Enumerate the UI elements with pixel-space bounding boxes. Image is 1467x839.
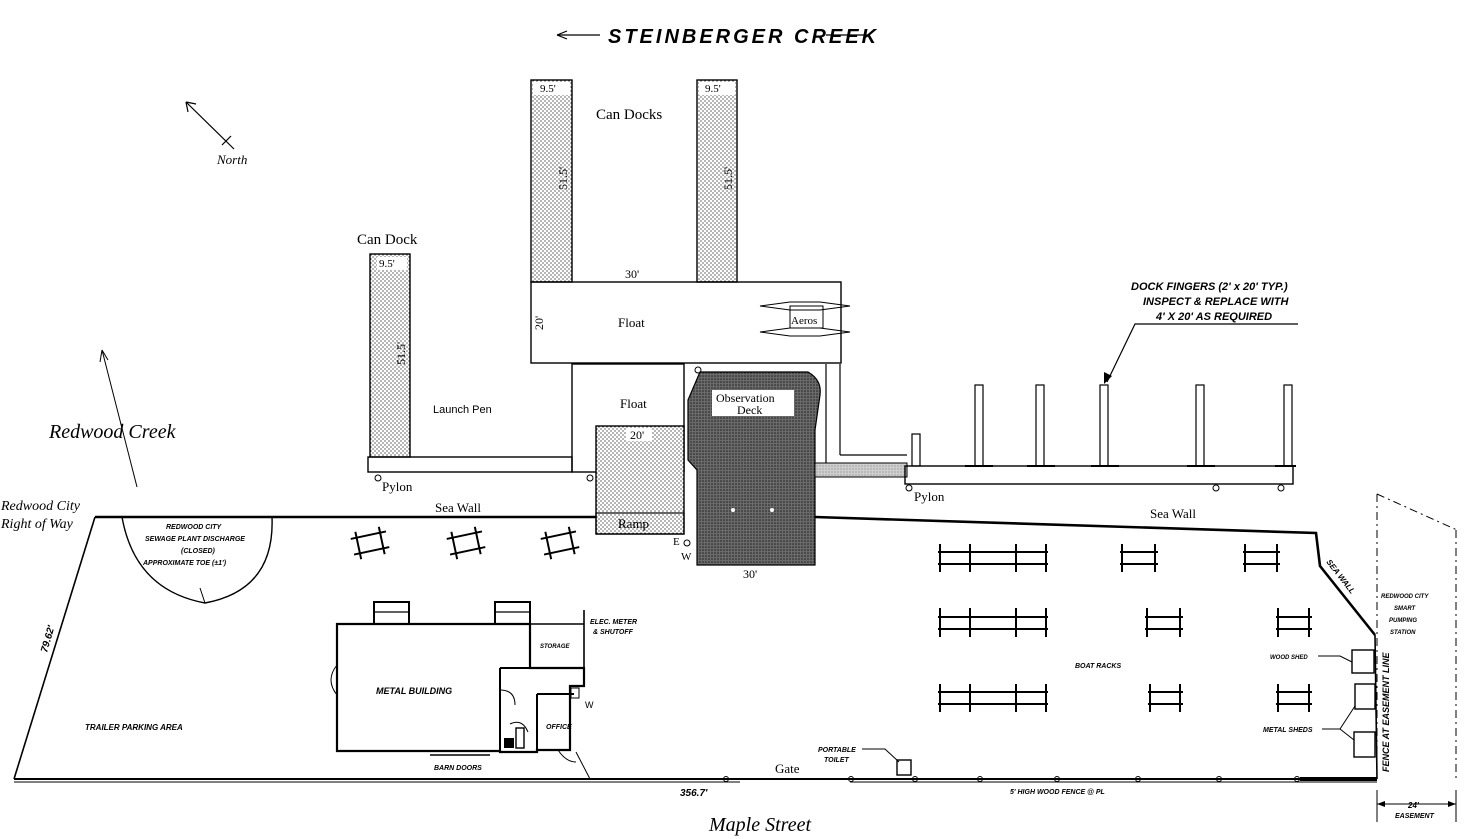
trailer-parking-label: TRAILER PARKING AREA [85,723,183,732]
dim-356-7: 356.7' [680,788,708,799]
svg-text:PUMPING: PUMPING [1389,618,1417,624]
svg-text:4' X 20' AS REQUIRED: 4' X 20' AS REQUIRED [1155,311,1272,323]
dim-9-5-right: 9.5' [705,83,721,95]
rack-tilted-2 [446,526,486,560]
aeros-symbol-icon [759,301,851,337]
metal-sheds-label: METAL SHEDS [1263,727,1313,734]
deck-label: Deck [737,403,762,417]
finger-dock-main [904,465,1294,485]
north-arrow-icon: North [185,101,247,167]
metal-building [330,601,591,780]
e-mark: E [673,536,680,548]
dim-30-bottom: 30' [743,567,757,581]
w-mark: W [681,551,692,563]
ramp [595,425,685,535]
portable-toilet [896,759,912,776]
pylon-right-label: Pylon [914,489,945,504]
observation-label: Observation [716,391,775,405]
fence-easement-label: FENCE AT EASEMENT LINE [1381,651,1391,772]
upper-float [530,281,842,364]
rack-tilted-1 [350,526,390,560]
pumping-station-note: REDWOOD CITY SMART PUMPING STATION [1381,594,1429,636]
svg-text:INSPECT & REPLACE WITH: INSPECT & REPLACE WITH [1143,296,1290,308]
office-label: OFFICE [546,724,572,731]
portable-toilet-label-2: TOILET [824,757,849,764]
wood-shed [1351,649,1375,674]
dock-fingers-callout: DOCK FINGERS (2' x 20' TYP.) INSPECT & R… [1104,281,1298,384]
dim-51-5-single: 51.5' [394,342,408,365]
svg-text:SMART: SMART [1394,606,1417,612]
dim-30-top: 30' [625,267,639,281]
storage-label: STORAGE [540,644,571,650]
svg-text:REDWOOD CITY: REDWOOD CITY [166,524,223,531]
dock-fingers [911,384,1296,467]
aeros-label: Aeros [791,315,817,327]
metal-shed-2 [1353,731,1376,758]
lower-float-label: Float [620,396,647,411]
boat-racks [938,544,1312,712]
portable-toilet-label-1: PORTABLE [818,747,856,754]
sea-wall-right-label: Sea Wall [1150,506,1196,521]
svg-text:APPROXIMATE TOE (±1'): APPROXIMATE TOE (±1') [142,560,227,567]
steinberger-creek-label: STEINBERGER CREEK [556,26,879,48]
pylon-left-label: Pylon [382,479,413,494]
wood-shed-label: WOOD SHED [1270,655,1308,661]
observation-deck [687,371,821,566]
dim-20-ramp: 20' [630,428,644,442]
elec-meter-label-2: & SHUTOFF [593,629,634,636]
elec-meter-label-1: ELEC. METER [590,619,637,626]
redwood-creek-arrow-icon [99,349,138,488]
dim-9-5-left: 9.5' [540,83,556,95]
boat-racks-label: BOAT RACKS [1075,663,1121,670]
dim-24: 24' [1407,801,1420,810]
upper-float-label: Float [618,315,645,330]
fence-note: 5' HIGH WOOD FENCE @ PL [1010,789,1105,796]
barn-doors-label: BARN DOORS [434,765,482,772]
dim-51-5-left: 51.5' [556,167,570,190]
metal-building-label: METAL BUILDING [376,686,452,696]
launch-pen-label: Launch Pen [433,404,492,416]
ramp-label: Ramp [618,516,649,531]
launch-pen-float [367,456,573,473]
redwood-creek-label: Redwood Creek [48,421,177,443]
rwc-row-label-1: Redwood City [0,499,81,514]
sea-wall-left-label: Sea Wall [435,500,481,515]
maple-street-label: Maple Street [708,814,811,836]
dim-51-5-right: 51.5' [721,167,735,190]
metal-shed-1 [1354,683,1376,710]
gate-label: Gate [775,761,800,776]
svg-text:DOCK FINGERS (2' x 20' TYP.): DOCK FINGERS (2' x 20' TYP.) [1131,281,1288,293]
rack-tilted-3 [540,526,580,560]
north-label: North [216,152,247,167]
svg-text:STEINBERGER CREEK: STEINBERGER CREEK [608,26,879,48]
can-dock-left [530,79,573,283]
can-dock-right [696,79,738,283]
svg-text:STATION: STATION [1390,630,1416,636]
fence-posts [14,776,1377,783]
can-dock-label: Can Dock [357,232,418,248]
svg-text:REDWOOD CITY: REDWOOD CITY [1381,594,1429,600]
rwc-row-label-2: Right of Way [0,517,74,532]
easement-lines [1376,493,1458,822]
can-docks-label: Can Docks [596,107,662,123]
svg-text:(CLOSED): (CLOSED) [181,548,216,555]
svg-text:SEWAGE PLANT DISCHARGE: SEWAGE PLANT DISCHARGE [145,536,245,543]
w-mark-2: W [585,700,594,710]
dim-9-5-single: 9.5' [379,258,395,270]
dim-20-side: 20' [532,316,546,330]
can-dock-single [369,253,411,458]
sewage-discharge-note: REDWOOD CITY SEWAGE PLANT DISCHARGE (CLO… [142,524,245,567]
easement-label: EASEMENT [1395,813,1435,820]
